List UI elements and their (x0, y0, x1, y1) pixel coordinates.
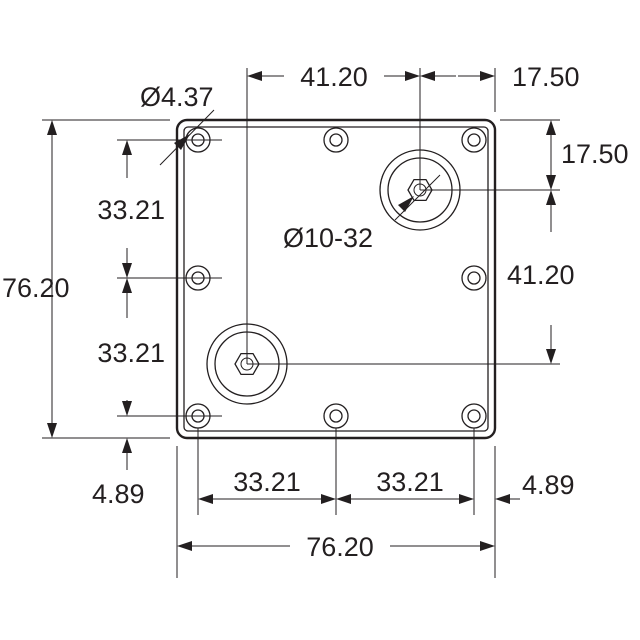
mount-hole (461, 127, 487, 153)
dim-right-lower-spacing: 41.20 (507, 260, 575, 290)
arrowheads (47, 71, 556, 551)
dim-bottom-spacing-right: 33.21 (376, 467, 444, 497)
dimension-labels: 41.20 17.50 17.50 41.20 33.21 33.21 76.2… (2, 62, 629, 562)
mounting-holes (185, 127, 487, 429)
mount-hole (323, 127, 349, 153)
dim-bottom-left-offset: 4.89 (92, 479, 145, 509)
mount-hole (461, 403, 487, 429)
housing-outline (175, 118, 497, 440)
dim-left-lower-spacing: 33.21 (97, 338, 165, 368)
mount-hole (323, 403, 349, 429)
dim-overall-height: 76.20 (2, 273, 70, 303)
dim-top-hole-spacing: 41.20 (300, 62, 368, 92)
dim-right-upper-offset: 17.50 (561, 139, 629, 169)
callout-mount-hole-diameter: Ø4.37 (140, 82, 214, 112)
mount-hole (461, 265, 487, 291)
dim-bottom-spacing-left: 33.21 (233, 467, 301, 497)
dim-left-upper-spacing: 33.21 (97, 195, 165, 225)
dim-overall-width: 76.20 (306, 532, 374, 562)
dim-top-right-offset: 17.50 (512, 62, 580, 92)
callout-terminal-thread: Ø10-32 (283, 223, 373, 253)
dim-bottom-right-offset: 4.89 (522, 470, 575, 500)
